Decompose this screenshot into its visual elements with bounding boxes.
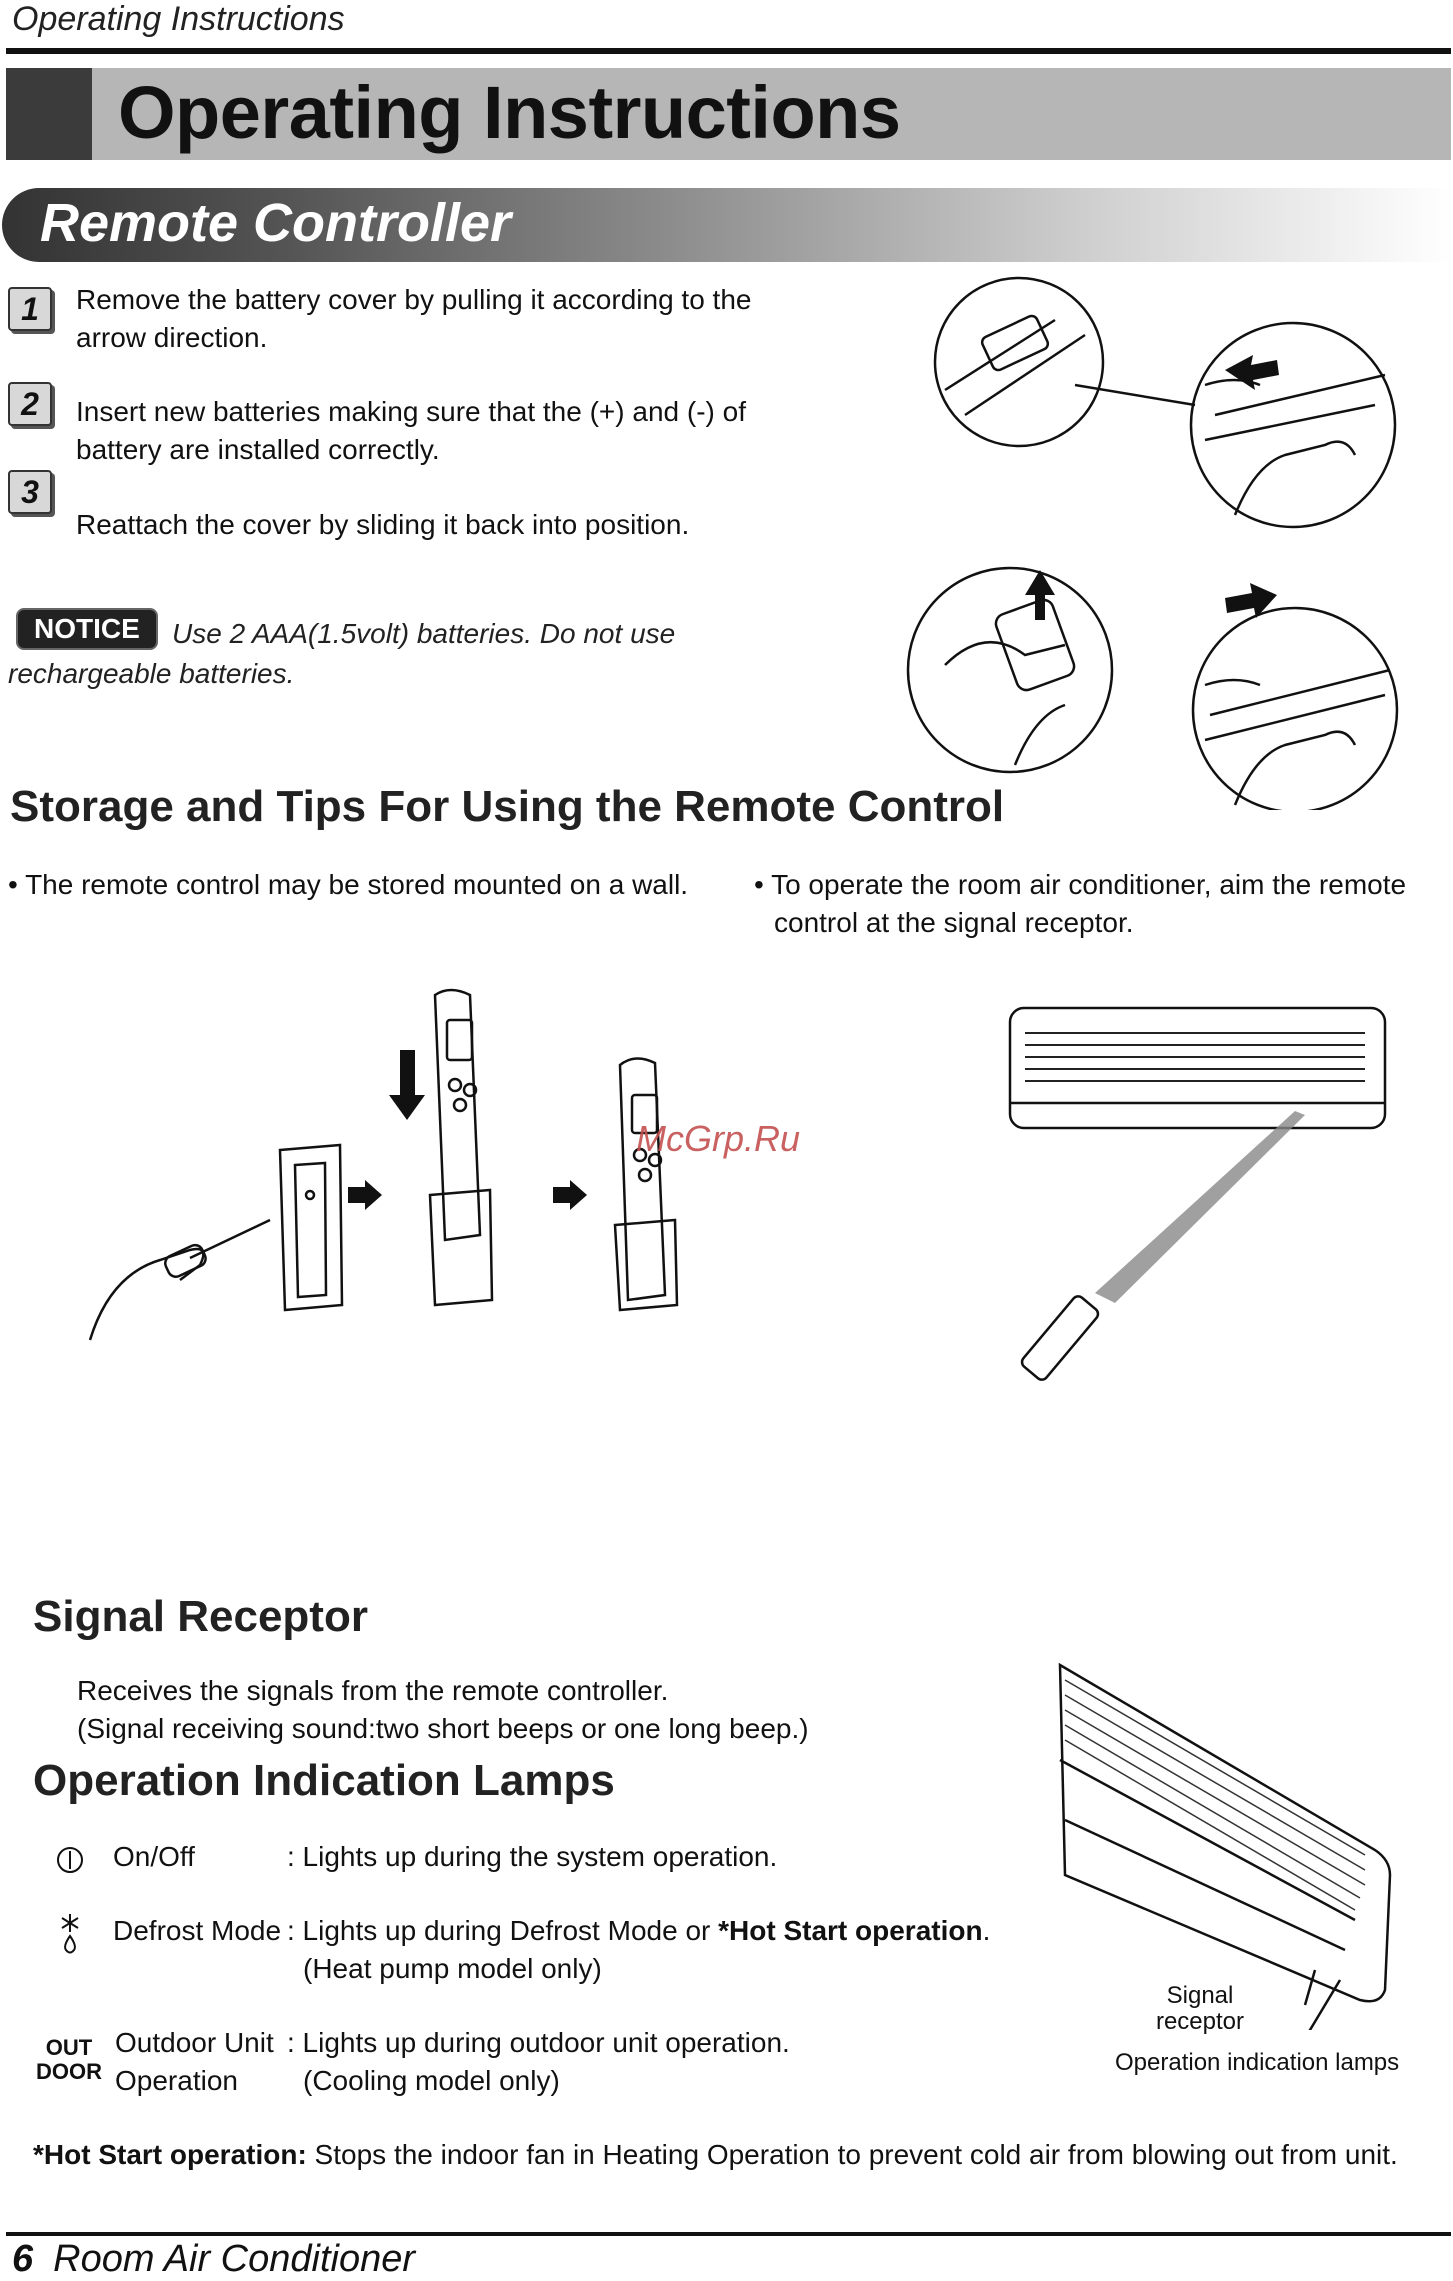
remote-2 bbox=[618, 1057, 667, 1302]
holder-1 bbox=[278, 1143, 344, 1312]
page-number: 6 bbox=[12, 2238, 34, 2280]
lamp-name-outdoor-2: Operation bbox=[115, 2065, 238, 2096]
arrow-left-icon bbox=[1225, 355, 1279, 390]
arrow-up-icon bbox=[1025, 570, 1055, 620]
step-text-2: Insert new batteries making sure that th… bbox=[76, 396, 746, 465]
signal-beam bbox=[1095, 1111, 1305, 1303]
power-icon bbox=[57, 1847, 83, 1873]
lamp-desc-onoff: : Lights up during the system operation. bbox=[287, 1841, 778, 1872]
step-text-1: Remove the battery cover by pulling it a… bbox=[76, 284, 752, 353]
lamps-heading: Operation Indication Lamps bbox=[33, 1756, 615, 1805]
screwdriver bbox=[189, 1218, 271, 1260]
lamp-desc-defrost: : Lights up during Defrost Mode or *Hot … bbox=[287, 1915, 991, 1946]
page-title: Operating Instructions bbox=[118, 71, 901, 154]
remote-1 bbox=[433, 988, 482, 1242]
storage-bullet-1: • The remote control may be stored mount… bbox=[8, 869, 689, 900]
battery-replacement-illustration bbox=[906, 276, 1399, 810]
arrow-down-icon bbox=[389, 1050, 425, 1120]
lamp-name-onoff: On/Off bbox=[113, 1841, 195, 1872]
watermark: McGrp.Ru bbox=[636, 1118, 801, 1159]
zoom-circle bbox=[933, 276, 1105, 448]
title-bar-accent bbox=[6, 68, 92, 160]
step-badge-1: 1 bbox=[8, 287, 52, 331]
arrow-right-icon bbox=[348, 1180, 382, 1210]
step-badge-2: 2 bbox=[8, 382, 52, 426]
step3-circle bbox=[1191, 606, 1399, 810]
arrow-right-icon bbox=[1225, 583, 1277, 618]
signal-aim-illustration bbox=[1008, 1006, 1387, 1381]
receptor-pointer bbox=[1303, 1969, 1317, 2006]
operation-lamps-label: Operation indication lamps bbox=[1115, 2049, 1400, 2076]
storage-bullet-2: • To operate the room air conditioner, a… bbox=[754, 869, 1407, 938]
defrost-icon bbox=[61, 1914, 79, 1954]
lamps-pointer bbox=[1308, 1979, 1342, 2030]
top-rule bbox=[6, 48, 1451, 54]
step1-circle bbox=[1189, 321, 1397, 529]
unit-body bbox=[1058, 1662, 1392, 2003]
running-head: Operating Instructions bbox=[12, 0, 345, 38]
indoor-unit-perspective bbox=[1058, 1662, 1392, 2030]
footer-title: Room Air Conditioner bbox=[53, 2238, 415, 2280]
holder-3 bbox=[613, 1218, 679, 1312]
signal-line-1: Receives the signals from the remote con… bbox=[77, 1675, 669, 1706]
signal-line-2: (Signal receiving sound:two short beeps … bbox=[77, 1713, 809, 1744]
step-text-3: Reattach the cover by sliding it back in… bbox=[76, 509, 690, 540]
hand bbox=[88, 1247, 205, 1341]
lamp-desc-outdoor-note: (Cooling model only) bbox=[303, 2065, 560, 2096]
storage-heading: Storage and Tips For Using the Remote Co… bbox=[10, 782, 1005, 831]
section-banner: Remote Controller bbox=[2, 188, 1452, 262]
remote-pointing bbox=[1020, 1295, 1100, 1381]
arrow-right-icon bbox=[553, 1180, 587, 1210]
lamp-desc-outdoor: : Lights up during outdoor unit operatio… bbox=[287, 2027, 790, 2058]
outdoor-icon: OUT DOOR bbox=[36, 2035, 102, 2084]
step2-circle bbox=[906, 566, 1114, 774]
notice-text: Use 2 AAA(1.5volt) batteries. Do not use… bbox=[8, 618, 676, 689]
title-bar: Operating Instructions bbox=[6, 68, 1451, 160]
wall-mount-illustration bbox=[88, 988, 679, 1341]
lamp-name-outdoor-1: Outdoor Unit bbox=[115, 2027, 274, 2058]
indoor-unit bbox=[1008, 1006, 1387, 1130]
notice-badge: NOTICE bbox=[16, 608, 158, 650]
section-title: Remote Controller bbox=[40, 193, 512, 253]
hot-start-note: *Hot Start operation: Stops the indoor f… bbox=[33, 2139, 1398, 2170]
lamp-desc-defrost-note: (Heat pump model only) bbox=[303, 1953, 602, 1984]
signal-receptor-label: Signal receptor bbox=[1155, 1982, 1245, 2035]
holder-2 bbox=[428, 1188, 494, 1307]
footer: 6 Room Air Conditioner bbox=[12, 2238, 415, 2281]
signal-heading: Signal Receptor bbox=[33, 1592, 368, 1641]
lamp-name-defrost: Defrost Mode bbox=[113, 1915, 282, 1946]
step-badge-3: 3 bbox=[8, 470, 52, 514]
bottom-rule bbox=[6, 2232, 1451, 2236]
